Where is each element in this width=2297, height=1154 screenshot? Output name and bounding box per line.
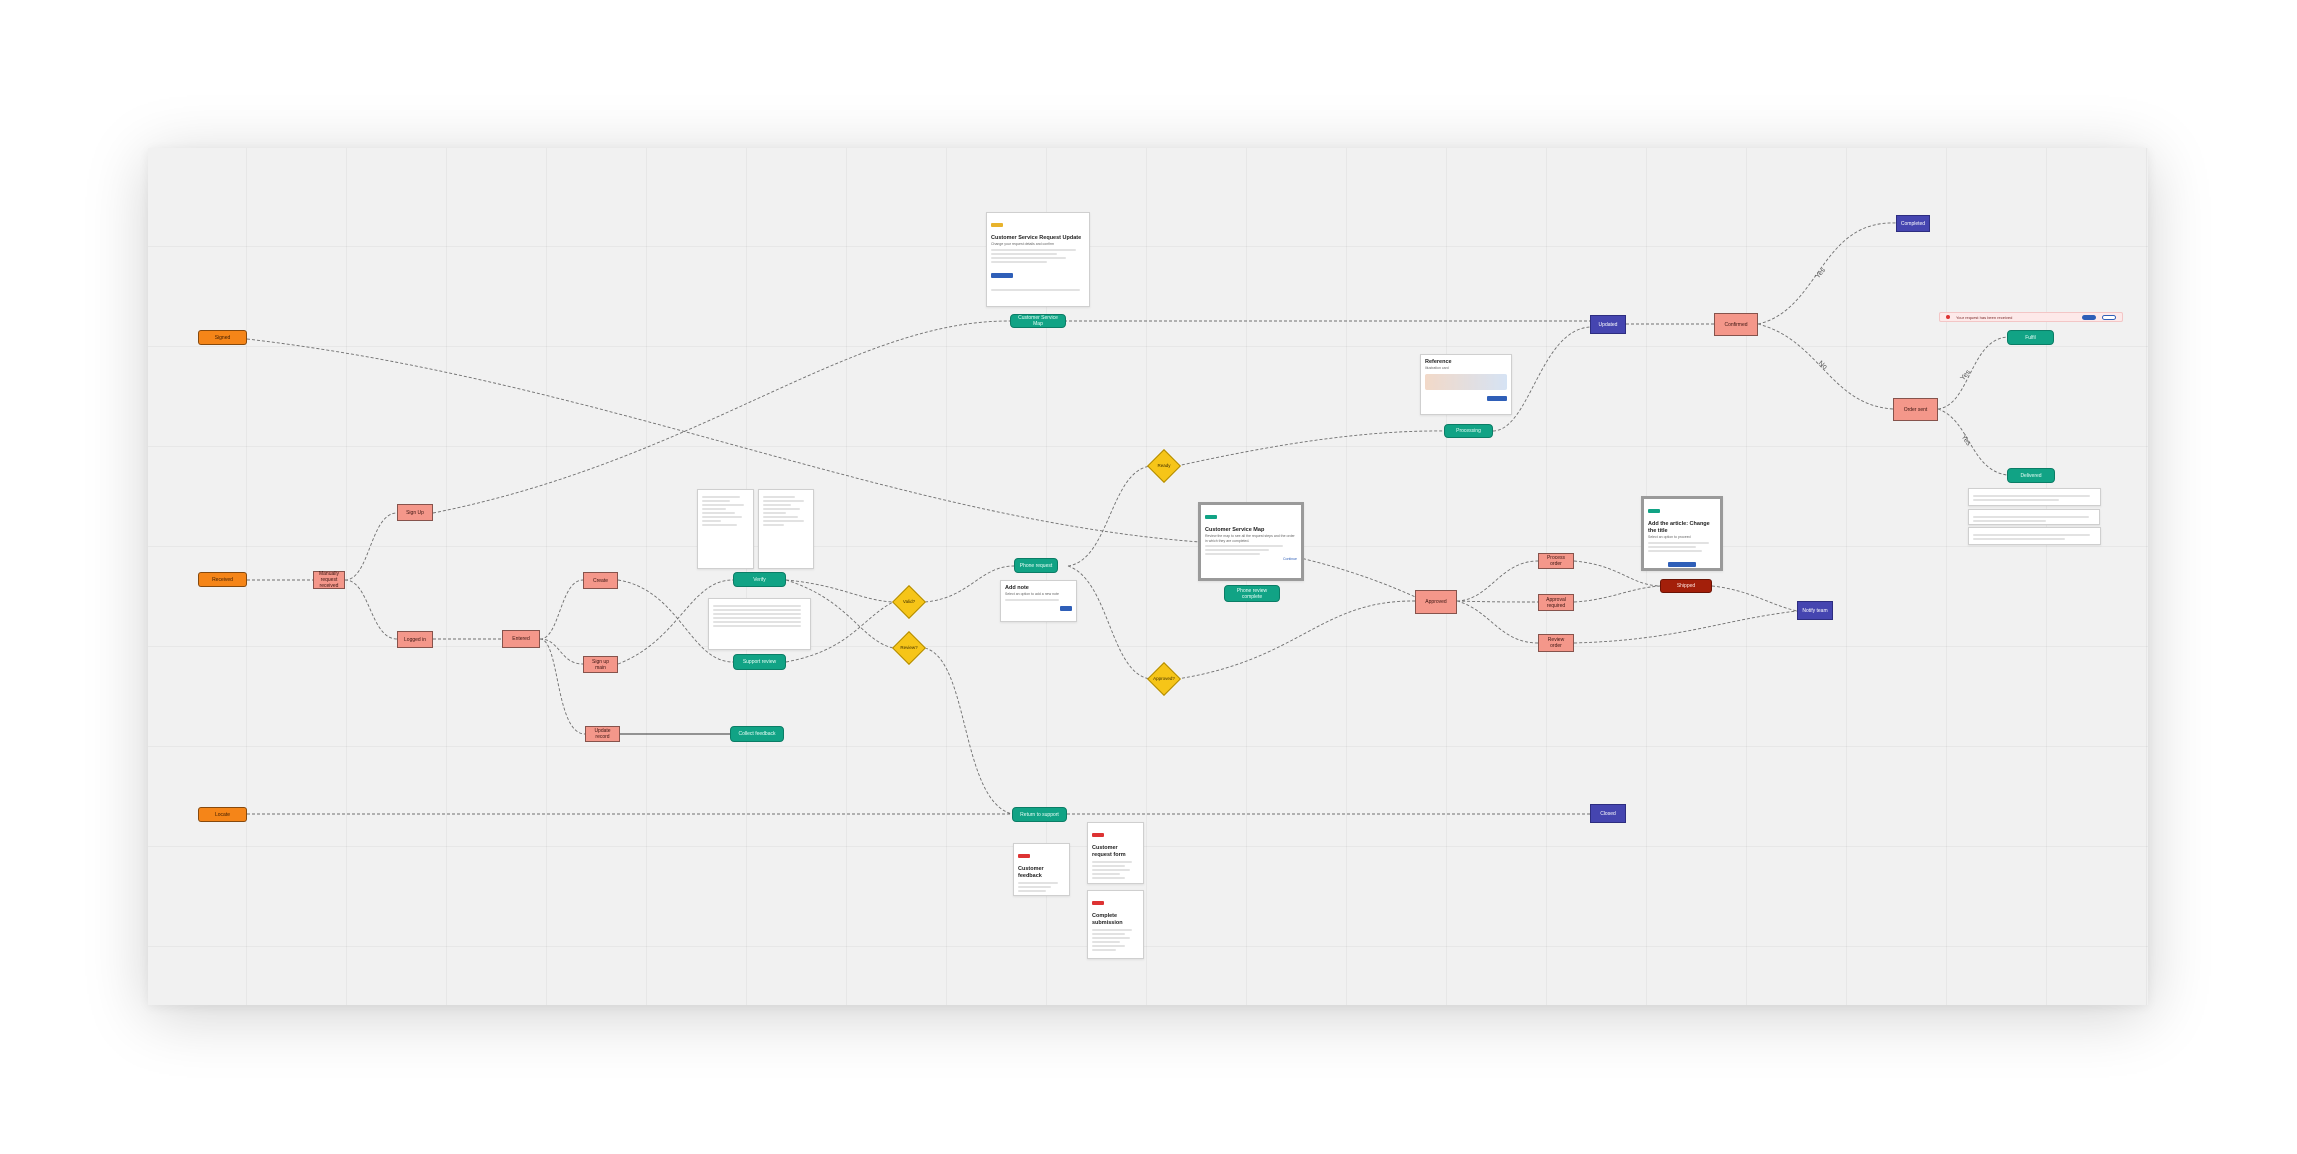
thumb-right-list-1 [1968, 488, 2101, 506]
node-logged-in[interactable]: Logged in [397, 631, 433, 648]
node-signed[interactable]: Signed [198, 330, 247, 345]
map-thumb-button: Continue [1282, 557, 1297, 561]
thumb-right-list-3 [1968, 527, 2101, 545]
thumb-add-note-popup: Add note Select an option to add a new n… [1000, 580, 1077, 622]
thumb-button [991, 272, 1013, 278]
right-thumb-text: Select an option to proceed [1648, 535, 1691, 539]
map-thumb-text: Review the map to see all the request st… [1205, 534, 1295, 543]
bottom-thumb-title3: Complete submission [1092, 913, 1123, 926]
node-update-record[interactable]: Update record [585, 726, 620, 742]
node-phone-request[interactable]: Phone request [1014, 558, 1058, 573]
thumb-customer-service-map: Customer Service Map Review the map to s… [1198, 502, 1304, 581]
thumb-badge [991, 223, 1003, 227]
banner-secondary-button[interactable] [2102, 314, 2116, 320]
node-return-to-support[interactable]: Return to support [1012, 807, 1067, 822]
node-approved[interactable]: Approved [1415, 590, 1457, 614]
node-closed[interactable]: Closed [1590, 804, 1626, 823]
thumb-feedback: Customer feedback [1013, 843, 1070, 896]
thumb-title: Customer Service Request Update [991, 235, 1082, 241]
node-received[interactable]: Received [198, 572, 247, 587]
banner-text: Your request has been received [1956, 314, 2013, 320]
decision-review-label: Review? [900, 645, 918, 650]
popup-title: Add note [1005, 585, 1029, 591]
node-collect-feedback[interactable]: Collect feedback [730, 726, 784, 742]
node-notify-team[interactable]: Notify team [1797, 601, 1833, 620]
node-manual-request[interactable]: Manually request received [313, 571, 345, 589]
thumb-service-request: Customer Service Request Update Change y… [986, 212, 1090, 307]
node-entered[interactable]: Entered [502, 630, 540, 648]
thumb-illustration-card: Reference Illustration card [1420, 354, 1512, 415]
diagram-board [148, 148, 2148, 1005]
thumb-request-form: Customer request form [1087, 822, 1144, 884]
thumb-text-left [697, 489, 754, 569]
node-locate[interactable]: Locate [198, 807, 247, 822]
node-confirmed[interactable]: Confirmed [1714, 313, 1758, 336]
thumb-right-list-2 [1968, 509, 2100, 525]
bottom-thumb-title2: Customer request form [1092, 845, 1126, 858]
notification-banner: Your request has been received [1939, 312, 2123, 322]
node-process-order[interactable]: Process order [1538, 553, 1574, 569]
thumb-form-table [708, 598, 811, 650]
banner-primary-button[interactable] [2082, 314, 2096, 320]
node-delivered[interactable]: Delivered [2007, 468, 2055, 483]
decision-valid-label: Valid? [902, 599, 916, 604]
node-support-review[interactable]: Support review [733, 654, 786, 670]
node-sign-up-main[interactable]: Sign up main [583, 656, 618, 673]
node-order-sent[interactable]: Order sent [1893, 398, 1938, 421]
node-review-order[interactable]: Review order [1538, 634, 1574, 652]
node-approval-required[interactable]: Approval required [1538, 594, 1574, 611]
thumb-complete-submission: Complete submission [1087, 890, 1144, 959]
node-verify[interactable]: Verify [733, 572, 786, 587]
node-create[interactable]: Create [583, 572, 618, 589]
thumb-text: Change your request details and confirm [991, 242, 1055, 246]
node-phone-review-complete[interactable]: Phone review complete [1224, 585, 1280, 602]
map-thumb-title: Customer Service Map [1205, 527, 1265, 533]
node-signup[interactable]: Sign Up [397, 504, 433, 521]
right-thumb-title: Add the article: Change the title [1648, 521, 1710, 534]
popup-text: Select an option to add a new note [1005, 592, 1059, 596]
node-shipped[interactable]: Shipped [1660, 579, 1712, 593]
card-title: Reference [1425, 359, 1452, 365]
node-processing[interactable]: Processing [1444, 424, 1493, 438]
node-completed[interactable]: Completed [1896, 215, 1930, 232]
node-fulfil[interactable]: Fulfil [2007, 330, 2054, 345]
decision-ready-label: Ready [1157, 463, 1171, 468]
node-customer-service-map[interactable]: Customer Service Map [1010, 314, 1066, 328]
decision-approved-label: Approved? [1153, 676, 1175, 681]
alert-icon [1946, 315, 1950, 319]
thumb-text-right [758, 489, 814, 569]
bottom-thumb-title: Customer feedback [1018, 866, 1044, 879]
node-updated[interactable]: Updated [1590, 315, 1626, 334]
card-text: Illustration card [1425, 366, 1449, 370]
thumb-change-title: Add the article: Change the title Select… [1641, 496, 1723, 571]
